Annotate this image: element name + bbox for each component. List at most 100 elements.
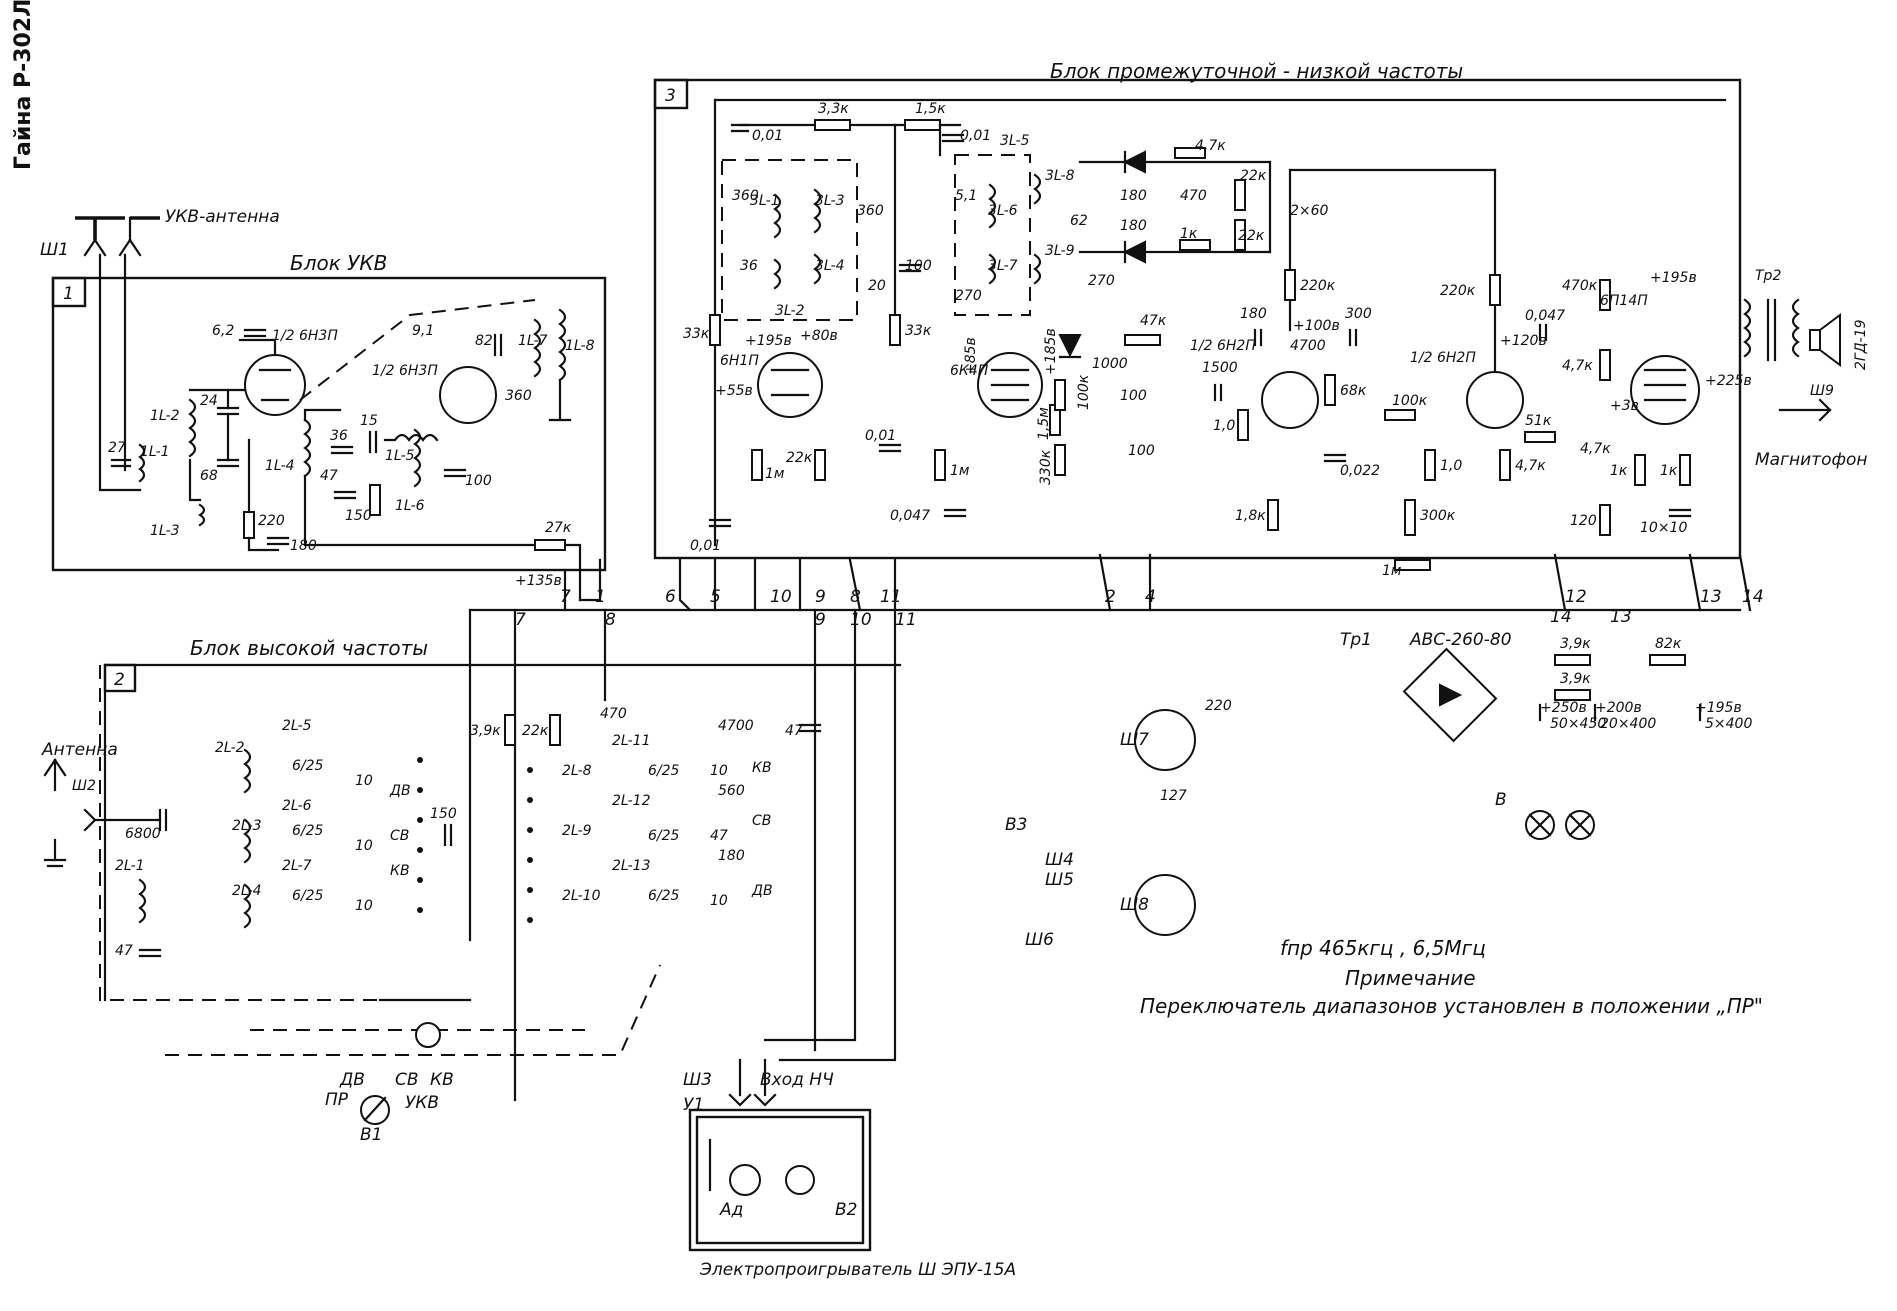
svg-text:1L-3: 1L-3 <box>150 523 180 539</box>
svg-text:0,047: 0,047 <box>890 508 930 524</box>
player-title: Электропроигрыватель Ш ЭПУ-15А <box>699 1260 1016 1280</box>
svg-text:6,2: 6,2 <box>212 323 234 339</box>
svg-text:+85в: +85в <box>963 337 979 375</box>
block-hf-title: Блок высокой частоты <box>190 636 428 660</box>
svg-text:6Н1П: 6Н1П <box>720 353 759 369</box>
wire-number: 14 <box>1550 607 1572 627</box>
svg-text:36: 36 <box>740 258 758 274</box>
svg-text:27: 27 <box>108 440 126 456</box>
svg-text:560: 560 <box>718 783 745 799</box>
svg-text:100: 100 <box>1120 388 1147 404</box>
band-label-ukv: УКВ <box>405 1093 439 1113</box>
svg-text:47: 47 <box>115 943 133 959</box>
svg-text:47к: 47к <box>1140 313 1167 329</box>
svg-text:3L-7: 3L-7 <box>988 258 1018 274</box>
note-title: Примечание <box>1345 966 1476 990</box>
wire-number: 7 <box>560 587 571 607</box>
svg-text:1L-1: 1L-1 <box>140 444 170 460</box>
svg-text:+225в: +225в <box>1705 373 1752 389</box>
svg-text:0,01: 0,01 <box>960 128 991 144</box>
ad-label: Ад <box>719 1200 743 1220</box>
wire-number: 7 <box>515 610 526 630</box>
svg-text:+100в: +100в <box>1293 318 1340 334</box>
svg-text:2L-7: 2L-7 <box>282 858 312 874</box>
svg-text:1/2 6Н2П: 1/2 6Н2П <box>1410 350 1476 366</box>
svg-text:1L-6: 1L-6 <box>395 498 425 514</box>
svg-text:1L-7: 1L-7 <box>518 333 548 349</box>
svg-text:2L-6: 2L-6 <box>282 798 312 814</box>
svg-text:6800: 6800 <box>125 826 161 842</box>
svg-text:1,0: 1,0 <box>1440 458 1462 474</box>
svg-text:5,1: 5,1 <box>955 188 977 204</box>
antenna-label: Антенна <box>41 740 118 760</box>
svg-text:3,9к: 3,9к <box>1560 671 1591 687</box>
svg-text:4,7к: 4,7к <box>1562 358 1593 374</box>
svg-text:1,0: 1,0 <box>1213 418 1235 434</box>
svg-text:3L-3: 3L-3 <box>815 193 845 209</box>
svg-text:3,3к: 3,3к <box>818 101 849 117</box>
block-iflf-title: Блок промежуточной - низкой частоты <box>1050 59 1463 83</box>
b2-label: В2 <box>835 1200 857 1220</box>
svg-text:470: 470 <box>1180 188 1207 204</box>
svg-text:22к: 22к <box>786 450 813 466</box>
svg-text:6К4П: 6К4П <box>950 363 989 379</box>
svg-text:47: 47 <box>320 468 338 484</box>
svg-text:3L-6: 3L-6 <box>988 203 1018 219</box>
b3-label: В3 <box>1005 815 1027 835</box>
svg-text:20×400: 20×400 <box>1600 716 1656 732</box>
svg-text:220к: 220к <box>1300 278 1336 294</box>
svg-text:100к: 100к <box>1392 393 1428 409</box>
wire-number: 11 <box>895 610 917 630</box>
svg-text:470: 470 <box>600 706 627 722</box>
wire-number: 9 <box>815 587 826 607</box>
if-stage: 3,3к 1,5к 0,01 0,01 3L-1 3L-3 3L-2 3L-4 … <box>683 98 1727 554</box>
svg-text:300: 300 <box>1345 306 1372 322</box>
svg-text:22к: 22к <box>1240 168 1267 184</box>
svg-text:1м: 1м <box>1382 563 1402 579</box>
svg-text:82: 82 <box>475 333 493 349</box>
svg-text:100: 100 <box>905 258 932 274</box>
svg-text:4700: 4700 <box>718 718 754 734</box>
svg-text:0,01: 0,01 <box>865 428 896 444</box>
svg-text:3,9к: 3,9к <box>1560 636 1591 652</box>
svg-text:100: 100 <box>465 473 492 489</box>
sh7-label: Ш7 <box>1120 730 1149 750</box>
bus-lines <box>103 543 1752 1102</box>
svg-text:0,01: 0,01 <box>752 128 783 144</box>
svg-text:2L-5: 2L-5 <box>282 718 312 734</box>
svg-text:6/25: 6/25 <box>648 763 680 779</box>
rectifier-label: АВС-260-80 <box>1409 630 1512 650</box>
wire-number: 1 <box>595 587 606 607</box>
svg-text:220: 220 <box>258 513 285 529</box>
svg-text:Тр2: Тр2 <box>1755 268 1781 284</box>
svg-text:1L-2: 1L-2 <box>150 408 180 424</box>
svg-text:100: 100 <box>1128 443 1155 459</box>
wire-number: 11 <box>880 587 902 607</box>
svg-text:2L-11: 2L-11 <box>612 733 651 749</box>
svg-text:360: 360 <box>505 388 532 404</box>
power-supply: Тр1 АВС-260-80 3,9к 3,9к 82к +250в +200в… <box>1025 630 1752 950</box>
wire-number: 13 <box>1610 607 1632 627</box>
band-switch-name: В1 <box>360 1125 382 1145</box>
svg-text:2L-13: 2L-13 <box>612 858 651 874</box>
svg-text:4,7к: 4,7к <box>1580 441 1611 457</box>
svg-text:2L-12: 2L-12 <box>612 793 651 809</box>
sh1-label: Ш1 <box>40 240 69 260</box>
svg-text:+80в: +80в <box>800 328 838 344</box>
tube-2 <box>439 366 497 424</box>
svg-text:6/25: 6/25 <box>648 828 680 844</box>
svg-text:3L-9: 3L-9 <box>1045 243 1075 259</box>
svg-text:120: 120 <box>1570 513 1597 529</box>
block-iflf-number: 3 <box>665 86 676 106</box>
svg-text:+120в: +120в <box>1500 333 1547 349</box>
tube-6p14p <box>1630 355 1700 425</box>
svg-text:10: 10 <box>710 893 728 909</box>
sh6-label: Ш6 <box>1025 930 1054 950</box>
band-label-sv: СВ <box>395 1070 419 1090</box>
lf-input-label: Вход НЧ <box>760 1070 834 1090</box>
svg-text:33к: 33к <box>905 323 932 339</box>
svg-text:1к: 1к <box>1610 463 1628 479</box>
svg-text:150: 150 <box>345 508 372 524</box>
svg-text:10: 10 <box>355 898 373 914</box>
svg-text:127: 127 <box>1160 788 1187 804</box>
